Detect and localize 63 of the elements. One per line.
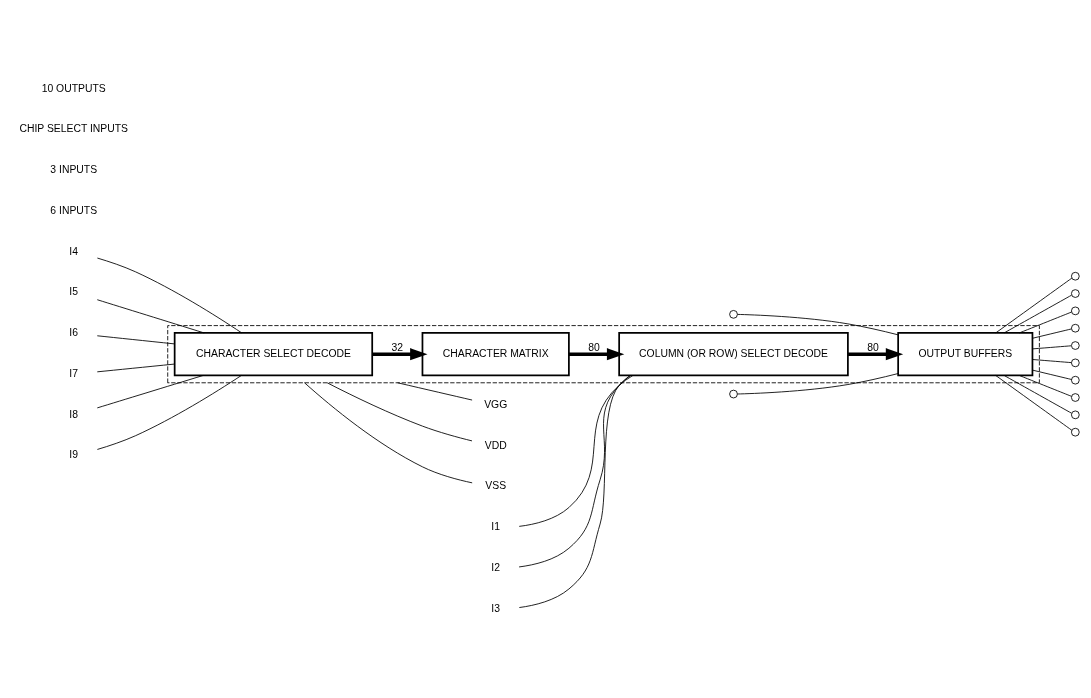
node-circle bbox=[1071, 341, 1080, 350]
node-text: I3 bbox=[491, 602, 501, 614]
connector bbox=[96, 375, 242, 450]
connector bbox=[304, 382, 473, 484]
node-circle bbox=[1071, 427, 1080, 437]
node-circle bbox=[1071, 393, 1080, 402]
connector bbox=[96, 257, 243, 334]
connector bbox=[1032, 369, 1072, 380]
node-circle bbox=[1071, 358, 1080, 368]
arrow bbox=[848, 348, 904, 361]
connector bbox=[737, 373, 899, 395]
node-text: VDD bbox=[484, 439, 507, 451]
label: 10 OUTPUTS bbox=[41, 82, 106, 94]
edge-label: 80 bbox=[588, 342, 600, 354]
node-text: I2 bbox=[491, 561, 501, 573]
node-circle bbox=[1071, 410, 1080, 420]
node-text: VSS bbox=[485, 480, 507, 492]
node-circle bbox=[1071, 306, 1080, 316]
node-circle bbox=[729, 310, 738, 319]
node-text: I4 bbox=[69, 245, 79, 257]
connector bbox=[737, 313, 899, 336]
node-text: I9 bbox=[69, 449, 79, 461]
arrow bbox=[569, 348, 625, 361]
connector bbox=[995, 375, 1073, 431]
node-text: I6 bbox=[69, 327, 79, 339]
connector bbox=[96, 335, 175, 345]
connector bbox=[518, 375, 634, 527]
connector bbox=[96, 375, 204, 409]
connector bbox=[1032, 328, 1072, 339]
node-box: CHARACTER SELECT DECODE bbox=[173, 332, 374, 377]
label: 3 INPUTS bbox=[50, 164, 98, 176]
node-box: CHARACTER MATRIX bbox=[421, 332, 570, 377]
connector bbox=[326, 382, 473, 442]
connector bbox=[1032, 359, 1072, 364]
connector bbox=[1003, 294, 1072, 334]
connector bbox=[518, 375, 631, 608]
label: CHIP SELECT INPUTS bbox=[19, 123, 129, 135]
connector bbox=[1018, 375, 1072, 397]
connector bbox=[96, 363, 175, 373]
edge-label: 32 bbox=[391, 342, 404, 354]
node-circle bbox=[729, 389, 738, 399]
node-text: I8 bbox=[69, 408, 79, 420]
node-text: I5 bbox=[69, 286, 79, 298]
node-circle bbox=[1071, 271, 1080, 281]
connector bbox=[1032, 345, 1072, 350]
label: 6 INPUTS bbox=[50, 204, 98, 216]
node-box: COLUMN (OR ROW) SELECT DECODE bbox=[618, 332, 849, 377]
connector bbox=[397, 382, 473, 401]
node-box: OUTPUT BUFFERS bbox=[897, 332, 1034, 377]
node-text: I1 bbox=[491, 521, 501, 533]
node-text: VGG bbox=[484, 399, 508, 411]
connector bbox=[518, 375, 632, 568]
node-text: I7 bbox=[69, 367, 79, 379]
arrow bbox=[372, 348, 428, 361]
connector bbox=[1018, 311, 1072, 334]
node-circle bbox=[1071, 289, 1080, 298]
cluster bbox=[167, 325, 1040, 384]
connector bbox=[96, 299, 205, 334]
connector bbox=[1003, 375, 1072, 414]
node-circle bbox=[1071, 323, 1080, 333]
edge-label: 80 bbox=[867, 342, 879, 354]
node-circle bbox=[1071, 375, 1080, 385]
connector bbox=[995, 277, 1073, 334]
